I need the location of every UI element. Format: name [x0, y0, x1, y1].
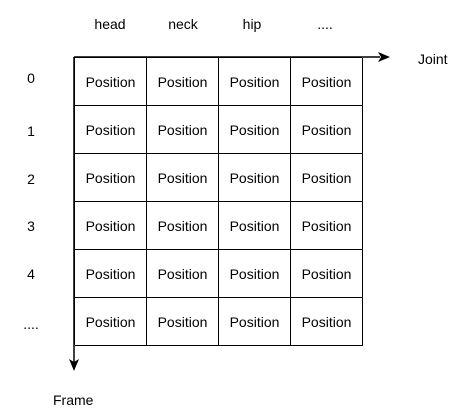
row-label-3: 3	[27, 218, 35, 234]
column-header-neck: neck	[168, 16, 198, 32]
grid-cell: Position	[147, 106, 219, 154]
grid-cell: Position	[291, 202, 363, 250]
grid-cell: Position	[75, 154, 147, 202]
grid-cell: Position	[147, 298, 219, 346]
grid-cell: Position	[219, 250, 291, 298]
grid-cell: Position	[219, 154, 291, 202]
grid-cell: Position	[147, 58, 219, 106]
frame-axis-label: Frame	[53, 392, 94, 408]
grid-cell: Position	[219, 58, 291, 106]
joint-axis-label: Joint	[418, 51, 448, 67]
grid-cell: Position	[291, 106, 363, 154]
grid-cell: Position	[219, 106, 291, 154]
row-label-2: 2	[27, 171, 35, 187]
grid-cell: Position	[75, 58, 147, 106]
grid-cell: Position	[147, 202, 219, 250]
column-header-ellipsis: ....	[317, 16, 333, 32]
column-header-hip: hip	[242, 16, 262, 32]
grid-cell: Position	[75, 202, 147, 250]
grid-cell: Position	[219, 202, 291, 250]
grid-cell: Position	[75, 298, 147, 346]
row-label-ellipsis: ....	[23, 316, 39, 332]
column-header-head: head	[94, 16, 126, 32]
grid-cell: Position	[147, 250, 219, 298]
grid-cell: Position	[219, 298, 291, 346]
grid-cell: Position	[291, 58, 363, 106]
row-label-4: 4	[27, 266, 35, 282]
row-label-1: 1	[27, 123, 35, 139]
grid-cell: Position	[291, 154, 363, 202]
grid-cell: Position	[147, 154, 219, 202]
grid-cell: Position	[291, 250, 363, 298]
grid-cell: Position	[291, 298, 363, 346]
grid-cell: Position	[75, 106, 147, 154]
frame-axis-arrowhead	[69, 359, 79, 371]
joint-axis-arrowhead	[378, 52, 390, 62]
row-label-0: 0	[27, 70, 35, 86]
grid-cell: Position	[75, 250, 147, 298]
